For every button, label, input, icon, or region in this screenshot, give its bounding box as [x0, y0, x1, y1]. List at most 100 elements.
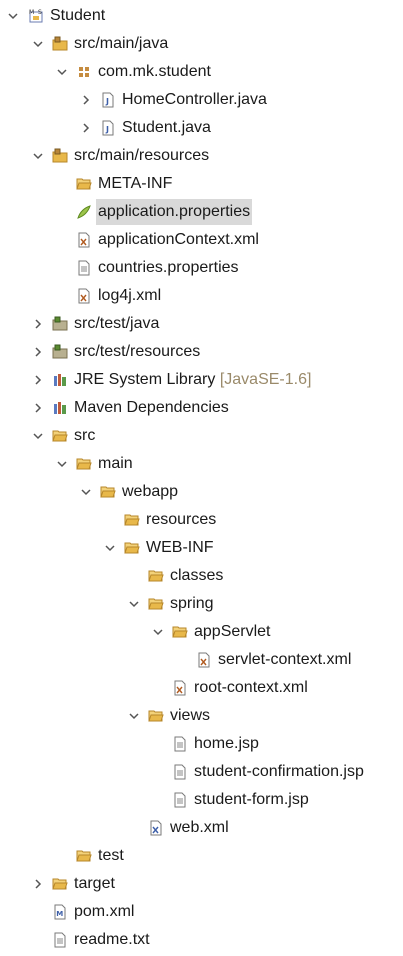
source-folder-icon: [52, 148, 68, 164]
xml-file-icon: [76, 232, 92, 248]
source-folder-icon: [52, 316, 68, 332]
tree-item-package[interactable]: com.mk.student: [0, 59, 403, 85]
tree-item-home-jsp[interactable]: home.jsp: [0, 731, 403, 757]
tree-item-spring[interactable]: spring: [0, 591, 403, 617]
text-file-icon: [172, 764, 188, 780]
text-file-icon: [172, 736, 188, 752]
tree-item-label: WEB-INF: [146, 539, 214, 556]
chevron-down-icon[interactable]: [79, 485, 93, 499]
folder-icon: [148, 568, 164, 584]
folder-open-icon: [148, 708, 164, 724]
tree-item-countries-properties[interactable]: countries.properties: [0, 255, 403, 281]
tree-item-resources[interactable]: resources: [0, 507, 403, 533]
library-icon: [52, 372, 68, 388]
tree-item-student-confirmation[interactable]: student-confirmation.jsp: [0, 759, 403, 785]
folder-open-icon: [172, 624, 188, 640]
chevron-right-icon[interactable]: [31, 877, 45, 891]
tree-item-web-xml[interactable]: web.xml: [0, 815, 403, 841]
tree-item-label: application.properties: [96, 199, 253, 225]
chevron-down-icon[interactable]: [31, 37, 45, 51]
chevron-right-icon[interactable]: [79, 121, 93, 135]
tree-item-student-java[interactable]: J Student.java: [0, 115, 403, 141]
tree-item-app-servlet[interactable]: appServlet: [0, 619, 403, 645]
tree-item-target[interactable]: target: [0, 871, 403, 897]
tree-item-label: servlet-context.xml: [218, 651, 352, 668]
folder-open-icon: [76, 456, 92, 472]
tree-item-application-properties[interactable]: application.properties: [0, 199, 403, 225]
chevron-down-icon[interactable]: [103, 541, 117, 555]
folder-open-icon: [52, 428, 68, 444]
tree-item-label: resources: [146, 511, 217, 528]
folder-icon: [124, 512, 140, 528]
tree-item-log4j[interactable]: log4j.xml: [0, 283, 403, 309]
chevron-right-icon[interactable]: [31, 317, 45, 331]
xml-file-icon: [172, 680, 188, 696]
chevron-right-icon[interactable]: [79, 93, 93, 107]
svg-text:S: S: [38, 9, 42, 16]
java-file-icon: J: [100, 92, 116, 108]
chevron-down-icon[interactable]: [31, 429, 45, 443]
tree-item-meta-inf[interactable]: META-INF: [0, 171, 403, 197]
tree-item-label: countries.properties: [98, 259, 239, 276]
folder-open-icon: [124, 540, 140, 556]
tree-item-student-form[interactable]: student-form.jsp: [0, 787, 403, 813]
tree-item-label: appServlet: [194, 623, 271, 640]
folder-open-icon: [100, 484, 116, 500]
tree-item-label: src/main/java: [74, 35, 169, 52]
tree-item-servlet-context[interactable]: servlet-context.xml: [0, 647, 403, 673]
folder-open-icon: [148, 596, 164, 612]
folder-icon: [76, 848, 92, 864]
tree-item-label: student-form.jsp: [194, 791, 309, 808]
tree-item-label: src: [74, 427, 96, 444]
chevron-down-icon[interactable]: [55, 65, 69, 79]
chevron-down-icon[interactable]: [31, 149, 45, 163]
text-file-icon: [52, 932, 68, 948]
tree-item-web-inf[interactable]: WEB-INF: [0, 535, 403, 561]
tree-item-src-main-resources[interactable]: src/main/resources: [0, 143, 403, 169]
xml-file-icon: [196, 652, 212, 668]
tree-item-label: JRE System Library [JavaSE-1.6]: [72, 367, 313, 393]
tree-item-label: readme.txt: [74, 931, 150, 948]
tree-item-views[interactable]: views: [0, 703, 403, 729]
tree-item-test[interactable]: test: [0, 843, 403, 869]
tree-item-webapp[interactable]: webapp: [0, 479, 403, 505]
tree-item-label: views: [170, 707, 211, 724]
tree-item-label: com.mk.student: [98, 63, 211, 80]
chevron-down-icon[interactable]: [127, 597, 141, 611]
text-file-icon: [76, 260, 92, 276]
chevron-down-icon[interactable]: [55, 457, 69, 471]
tree-item-main[interactable]: main: [0, 451, 403, 477]
xml-file-icon: [148, 820, 164, 836]
tree-item-home-controller[interactable]: J HomeController.java: [0, 87, 403, 113]
tree-item-jre-library[interactable]: JRE System Library [JavaSE-1.6]: [0, 367, 403, 393]
tree-item-application-context[interactable]: applicationContext.xml: [0, 227, 403, 253]
tree-item-src[interactable]: src: [0, 423, 403, 449]
tree-item-pom[interactable]: M pom.xml: [0, 899, 403, 925]
chevron-right-icon[interactable]: [31, 401, 45, 415]
chevron-right-icon[interactable]: [31, 345, 45, 359]
package-icon: [76, 64, 92, 80]
tree-item-label: root-context.xml: [194, 679, 308, 696]
svg-text:J: J: [105, 97, 109, 106]
chevron-down-icon[interactable]: [6, 9, 20, 23]
tree-item-classes[interactable]: classes: [0, 563, 403, 589]
properties-icon: [76, 204, 92, 220]
tree-item-src-test-resources[interactable]: src/test/resources: [0, 339, 403, 365]
tree-item-label: classes: [170, 567, 224, 584]
tree-item-src-main-java[interactable]: src/main/java: [0, 31, 403, 57]
tree-item-src-test-java[interactable]: src/test/java: [0, 311, 403, 337]
chevron-right-icon[interactable]: [31, 373, 45, 387]
tree-item-root-context[interactable]: root-context.xml: [0, 675, 403, 701]
chevron-down-icon[interactable]: [127, 709, 141, 723]
tree-item-label: log4j.xml: [98, 287, 162, 304]
tree-item-readme[interactable]: readme.txt: [0, 927, 403, 953]
tree-item-label: spring: [170, 595, 214, 612]
tree-item-maven-dependencies[interactable]: Maven Dependencies: [0, 395, 403, 421]
tree-item-label: student-confirmation.jsp: [194, 763, 364, 780]
tree-item-label: src/test/resources: [74, 343, 201, 360]
chevron-down-icon[interactable]: [151, 625, 165, 639]
folder-icon: [76, 176, 92, 192]
